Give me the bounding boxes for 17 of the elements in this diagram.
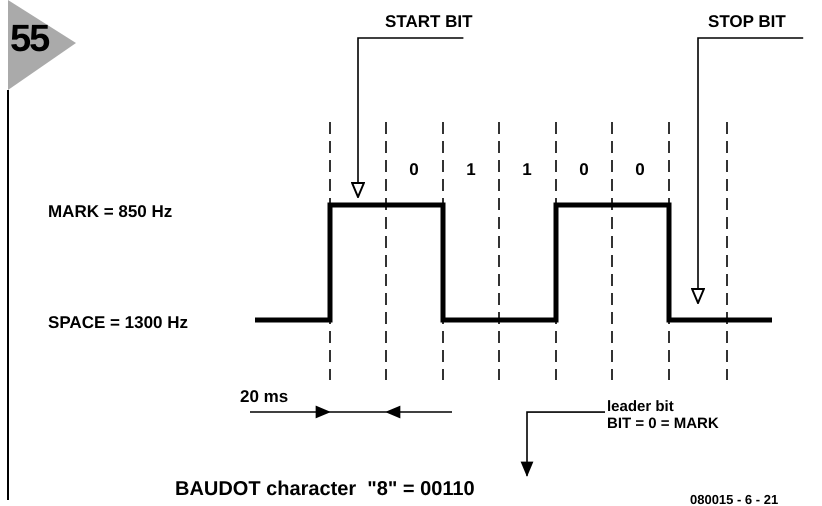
- callout-label: START BIT: [385, 12, 473, 32]
- figure-number: 55: [10, 18, 48, 62]
- bit-value: 0: [579, 160, 589, 180]
- bit-value: 0: [635, 160, 645, 180]
- leader-line: [351, 37, 464, 198]
- note-text: leader bit BIT = 0 = MARK: [607, 398, 719, 432]
- duration-label: 20 ms: [240, 387, 288, 407]
- caption-text: BAUDOT character "8" = 00110: [175, 478, 475, 501]
- bit-value: 1: [466, 160, 476, 180]
- callout-label: STOP BIT: [708, 12, 786, 32]
- level-label: SPACE = 1300 Hz: [48, 313, 188, 333]
- leader-line: [691, 37, 804, 304]
- bit-value: 0: [409, 160, 419, 180]
- figure-code: 080015 - 6 - 21: [690, 493, 778, 506]
- level-label: MARK = 850 Hz: [48, 202, 172, 222]
- bit-value: 1: [522, 160, 532, 180]
- leader-line: [520, 411, 605, 476]
